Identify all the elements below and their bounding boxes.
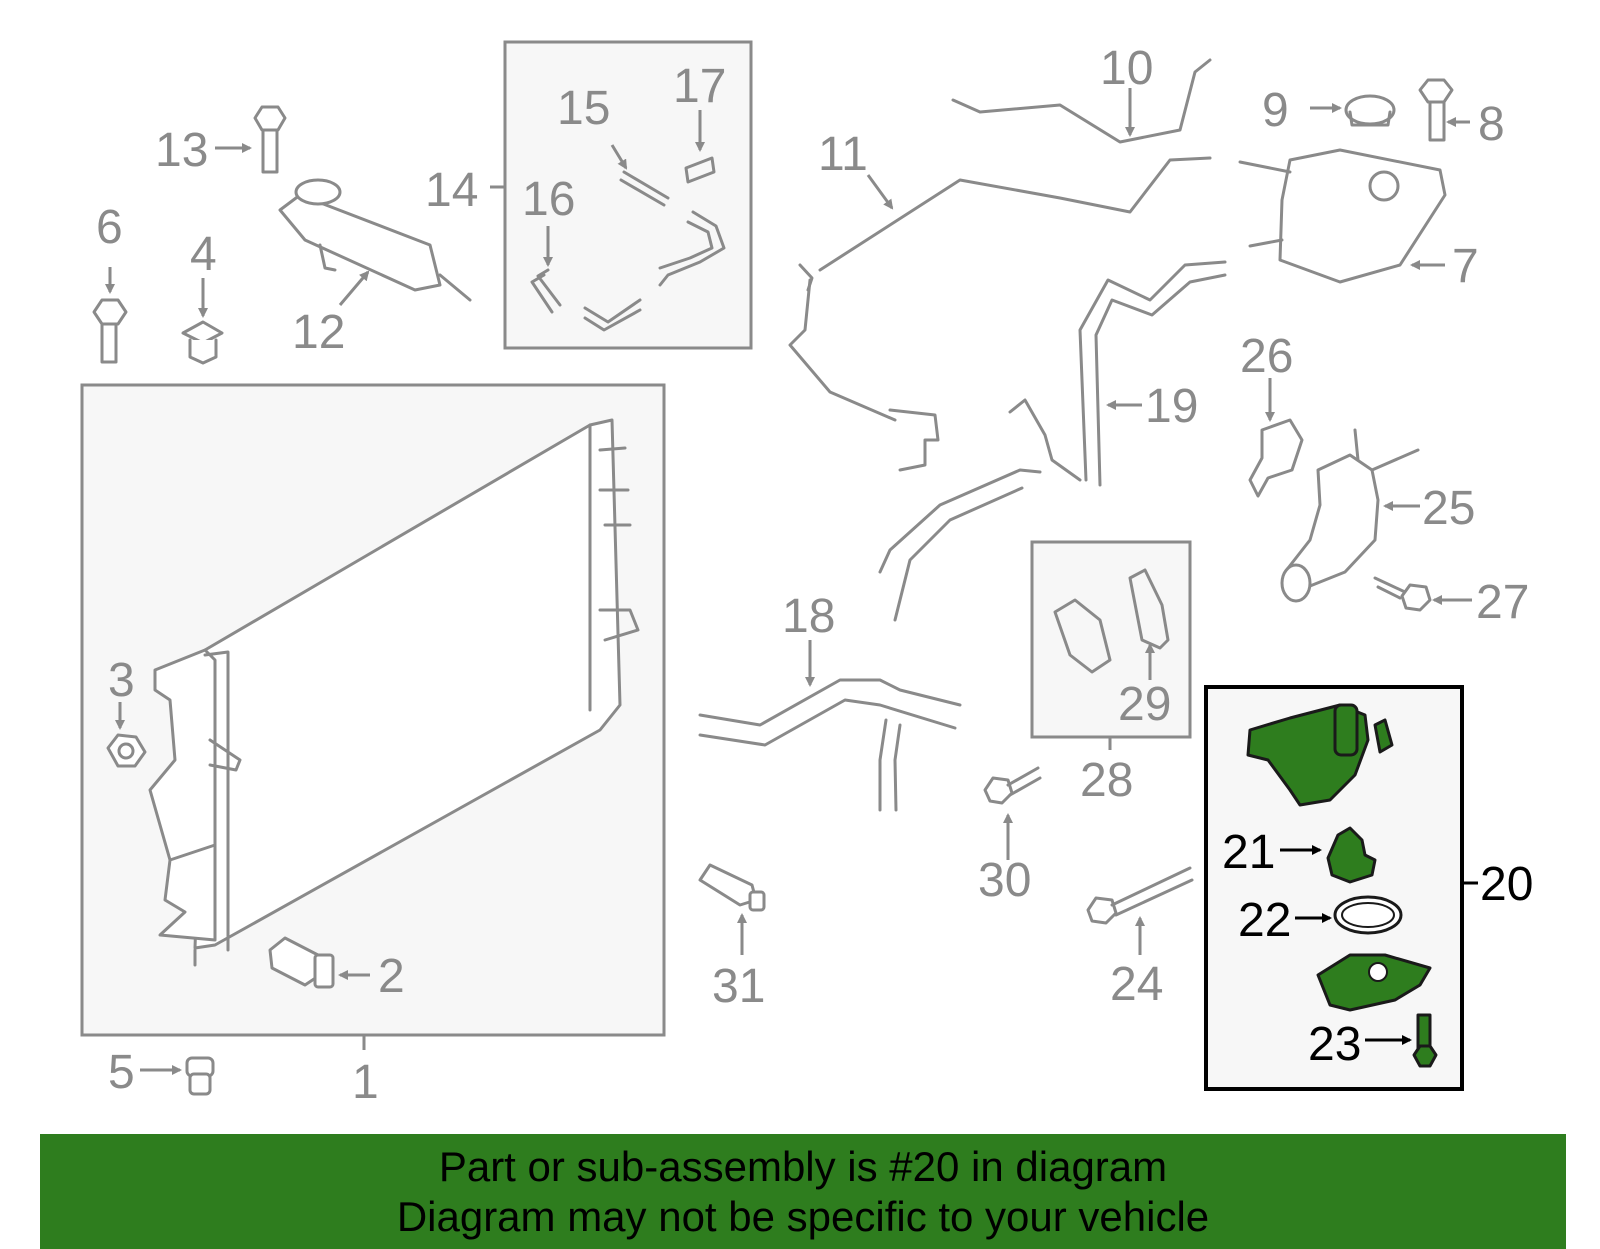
gasket-kit-box — [1030, 540, 1192, 739]
housing-25-part — [1280, 428, 1420, 603]
clip-part — [181, 320, 224, 365]
gasket-parts — [1053, 568, 1170, 674]
callout-11: 11 — [818, 128, 868, 181]
thermostat-part — [1326, 826, 1377, 884]
bolt-30-part — [983, 766, 1042, 805]
sensor-31-part — [698, 863, 766, 912]
callout-8: 8 — [1478, 98, 1505, 151]
bolt-8-part — [1418, 78, 1454, 142]
callout-28: 28 — [1080, 754, 1133, 807]
bolt-23-part — [1412, 1013, 1438, 1068]
callout-20: 20 — [1480, 858, 1533, 911]
info-banner: Part or sub-assembly is #20 in diagram D… — [40, 1134, 1566, 1249]
callout-21: 21 — [1222, 826, 1275, 879]
reservoir-12-part — [278, 178, 472, 302]
callout-12: 12 — [292, 306, 345, 359]
callout-2: 2 — [378, 950, 405, 1003]
callout-10: 10 — [1100, 42, 1153, 95]
temperature-sensor-part — [268, 936, 335, 989]
callout-15: 15 — [557, 82, 610, 135]
callout-9: 9 — [1262, 84, 1289, 137]
nut-part — [106, 733, 147, 768]
pipe-10-part — [951, 58, 1212, 144]
hose-kit-box — [503, 40, 753, 350]
callout-30: 30 — [978, 854, 1031, 907]
callout-29: 29 — [1118, 678, 1171, 731]
reservoir-7-part — [1238, 148, 1447, 284]
cap-9-part — [1344, 94, 1396, 127]
banner-line-2: Diagram may not be specific to your vehi… — [396, 1192, 1210, 1240]
callout-3: 3 — [108, 654, 135, 707]
callout-19: 19 — [1145, 380, 1198, 433]
banner-line-1: Part or sub-assembly is #20 in diagram — [438, 1142, 1168, 1190]
callout-7: 7 — [1452, 240, 1479, 293]
callout-16: 16 — [522, 173, 575, 226]
bolt-6-part — [92, 298, 128, 364]
radiator-part — [148, 418, 640, 967]
callout-24: 24 — [1110, 958, 1163, 1011]
callout-22: 22 — [1238, 894, 1291, 947]
callout-17: 17 — [673, 60, 726, 113]
callout-6: 6 — [96, 201, 123, 254]
callout-23: 23 — [1308, 1018, 1361, 1071]
hose-19-part — [1008, 260, 1227, 487]
hose-18-part — [698, 468, 1042, 812]
callout-18: 18 — [782, 590, 835, 643]
callout-31: 31 — [712, 960, 765, 1013]
bolt-27-part — [1373, 576, 1432, 612]
callout-27: 27 — [1476, 576, 1529, 629]
callout-1: 1 — [352, 1056, 379, 1109]
callout-13: 13 — [155, 124, 208, 177]
callout-14: 14 — [425, 164, 478, 217]
gasket-26-part — [1248, 418, 1304, 498]
callout-26: 26 — [1240, 330, 1293, 383]
housing-cover-part — [1316, 953, 1432, 1012]
thermostat-housing-part — [1246, 703, 1394, 807]
hose-kit-parts — [530, 156, 726, 332]
o-ring-part — [1333, 895, 1403, 935]
pipe-11-part — [788, 156, 1212, 472]
callout-5: 5 — [108, 1046, 135, 1099]
bolt-13-part — [253, 105, 287, 174]
callout-25: 25 — [1422, 482, 1475, 535]
bolt-24-part — [1086, 866, 1194, 925]
grommet-part — [185, 1056, 215, 1096]
callout-4: 4 — [190, 228, 217, 281]
